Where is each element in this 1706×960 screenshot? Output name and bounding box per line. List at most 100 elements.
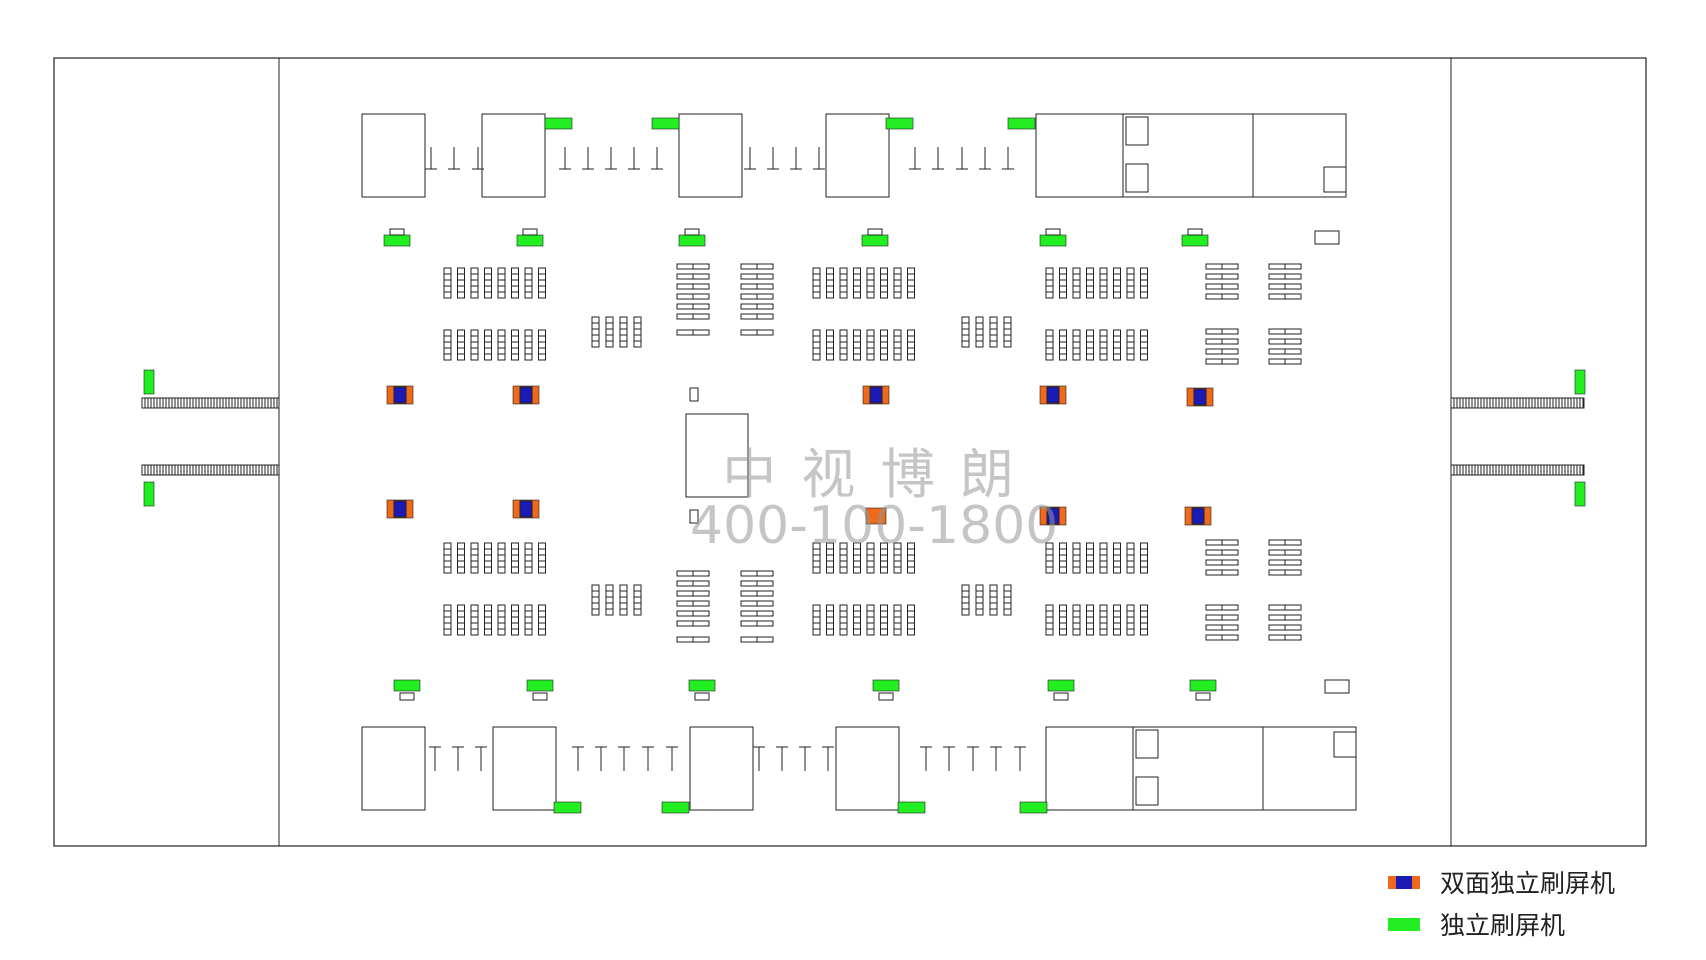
storage-rack — [511, 604, 519, 636]
single-screen-unit — [678, 234, 706, 247]
single-screen-unit — [1574, 481, 1586, 507]
storage-rack — [591, 316, 600, 348]
storage-rack — [497, 604, 506, 636]
storage-rack — [457, 329, 465, 361]
storage-rack — [1126, 542, 1135, 574]
storage-rack — [866, 604, 875, 636]
unit-tab — [694, 692, 710, 701]
unit-tab — [684, 228, 700, 236]
storage-rack — [605, 316, 614, 348]
unit-tab — [867, 228, 883, 236]
control-panel — [1323, 166, 1347, 193]
single-screen-unit — [897, 801, 926, 814]
unit-slot — [1135, 776, 1159, 806]
storage-rack — [880, 267, 888, 299]
storage-rack — [893, 542, 902, 574]
storage-rack — [1113, 542, 1121, 574]
storage-rack — [1086, 329, 1094, 361]
storage-rack — [484, 329, 492, 361]
storage-rack — [839, 604, 848, 636]
storage-rack — [1059, 604, 1067, 636]
storage-rack — [853, 542, 861, 574]
storage-rack — [826, 329, 834, 361]
storage-rack — [1045, 267, 1054, 299]
double-sided-core — [393, 500, 407, 518]
storage-rack — [812, 329, 821, 361]
storage-rack — [812, 267, 821, 299]
storage-rack — [538, 267, 546, 299]
storage-rack — [839, 267, 848, 299]
double-sided-core — [393, 386, 407, 404]
single-screen-unit — [383, 234, 411, 247]
legend-label-double: 双面独立刷屏机 — [1440, 869, 1616, 898]
storage-rack — [1072, 267, 1081, 299]
single-screen-unit — [885, 117, 914, 130]
single-screen-unit — [143, 369, 155, 395]
storage-rack — [633, 316, 642, 348]
storage-rack — [989, 316, 998, 348]
storage-rack — [538, 604, 546, 636]
storage-rack — [524, 329, 533, 361]
single-screen-unit — [544, 117, 573, 130]
single-screen-unit — [1574, 369, 1586, 395]
storage-rack — [591, 584, 600, 616]
unit-tab — [1195, 692, 1211, 701]
storage-rack — [975, 584, 984, 616]
processing-unit — [1045, 726, 1357, 811]
storage-rack — [1086, 267, 1094, 299]
machine-box — [678, 113, 743, 198]
storage-rack — [1072, 329, 1081, 361]
machine-box — [825, 113, 890, 198]
booth-door — [689, 387, 699, 402]
storage-rack — [907, 604, 915, 636]
single-screen-unit — [1189, 679, 1217, 692]
storage-rack — [457, 267, 465, 299]
double-sided-core — [1046, 507, 1060, 525]
single-screen-unit — [516, 234, 544, 247]
storage-rack — [826, 604, 834, 636]
single-screen-unit — [553, 801, 582, 814]
storage-rack — [1126, 604, 1135, 636]
storage-rack — [484, 542, 492, 574]
storage-rack — [880, 329, 888, 361]
double-sided-unit — [865, 507, 887, 525]
storage-rack — [1003, 316, 1012, 348]
legend-item-single: 独立刷屏机 — [1388, 907, 1688, 941]
storage-rack — [511, 542, 519, 574]
storage-rack — [812, 604, 821, 636]
legend-label-single: 独立刷屏机 — [1440, 911, 1566, 940]
storage-rack — [443, 542, 452, 574]
storage-rack — [853, 329, 861, 361]
single-screen-unit — [526, 679, 554, 692]
storage-rack — [497, 267, 506, 299]
storage-rack — [866, 267, 875, 299]
storage-rack — [484, 267, 492, 299]
machine-box — [492, 726, 557, 811]
storage-rack — [524, 542, 533, 574]
storage-rack — [1113, 329, 1121, 361]
storage-rack — [470, 604, 479, 636]
idle-unit — [1314, 230, 1340, 245]
storage-rack — [443, 329, 452, 361]
storage-rack — [605, 584, 614, 616]
storage-rack — [470, 542, 479, 574]
control-booth — [685, 413, 749, 498]
double-sided-core — [1191, 507, 1205, 525]
idle-unit — [1324, 679, 1350, 694]
single-screen-unit — [143, 481, 155, 507]
storage-rack — [961, 316, 970, 348]
single-screen-unit — [661, 801, 690, 814]
double-sided-core — [519, 500, 533, 518]
storage-rack — [1045, 542, 1054, 574]
storage-rack — [853, 267, 861, 299]
storage-rack — [619, 584, 628, 616]
hall-outline — [53, 57, 1647, 847]
machine-box — [361, 113, 426, 198]
storage-rack — [1086, 542, 1094, 574]
control-panel — [1333, 731, 1357, 758]
storage-rack — [989, 584, 998, 616]
machine-box — [835, 726, 900, 811]
unit-tab — [532, 692, 548, 701]
double-sided-core — [519, 386, 533, 404]
